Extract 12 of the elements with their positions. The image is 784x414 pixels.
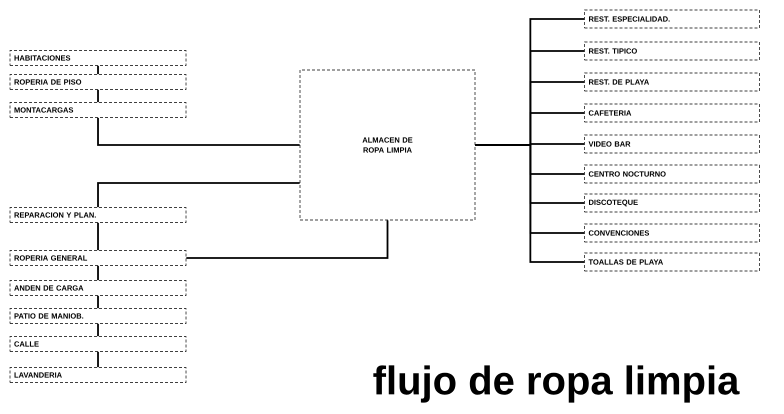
connector-line <box>97 182 300 208</box>
title: flujo de ropa limpia <box>373 365 740 403</box>
connector-line <box>97 352 99 368</box>
connector-line <box>97 266 99 280</box>
connector-line <box>97 118 300 146</box>
connector-line <box>97 90 99 102</box>
connector-line <box>97 66 99 74</box>
connector-line <box>97 324 99 336</box>
connector-line <box>475 144 584 263</box>
connector-line <box>186 220 388 259</box>
connector-line <box>97 222 99 250</box>
connector-line <box>97 296 99 308</box>
